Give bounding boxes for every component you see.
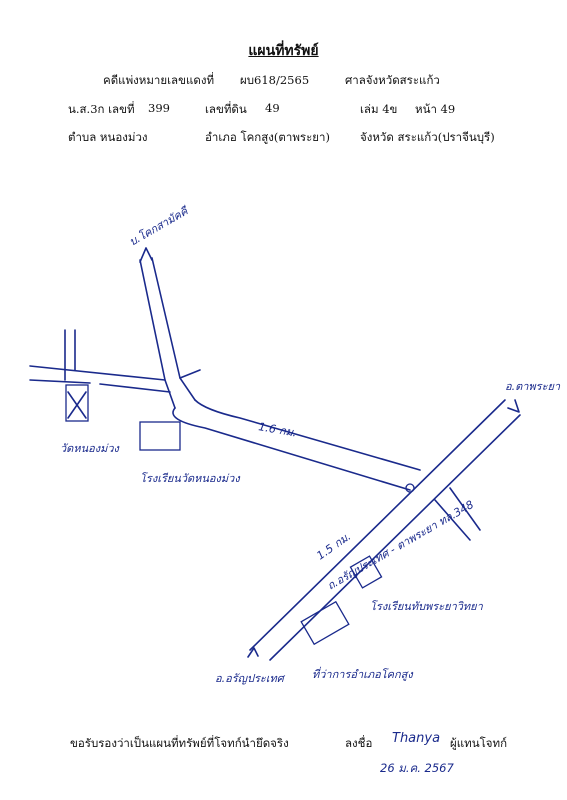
signer-role: ผู้แทนโจทก์ — [450, 736, 508, 750]
province: จังหวัด สระแก้ว(ปราจีนบุรี) — [360, 130, 495, 144]
subdistrict: ตำบล หนองม่วง — [68, 130, 148, 144]
land-label: เลขที่ดิน — [205, 102, 247, 116]
road-southeast — [434, 487, 481, 541]
label-north-road: บ.โคกสามัคคี — [127, 204, 192, 249]
sign-date: 26 ม.ค. 2567 — [380, 761, 454, 775]
page-title: แผนที่ทรัพย์ — [248, 43, 319, 59]
property-marker — [405, 483, 415, 493]
arrow-east — [507, 399, 520, 413]
label-dist-2: 1.6 กม. — [257, 420, 297, 439]
highway-lower — [269, 414, 521, 661]
school2-plot — [349, 555, 383, 589]
school1-plot — [139, 421, 181, 451]
case-number: ผบ618/2565 — [240, 73, 310, 87]
page-label: หน้า 49 — [415, 102, 456, 116]
label-dist-1: 1.5 กม. — [314, 530, 353, 563]
label-office: ที่ว่าการอำเภอโคกสูง — [312, 666, 414, 681]
sign-label: ลงชื่อ — [345, 736, 373, 750]
label-south-dest: อ.อรัญประเทศ — [215, 672, 286, 685]
road-east-top — [194, 399, 421, 471]
arrow-north — [139, 247, 153, 263]
arrow-south — [247, 647, 259, 658]
certify-text: ขอรับรองว่าเป็นแผนที่ทรัพย์ที่โจทก์นำยึด… — [70, 736, 289, 750]
highway-upper — [249, 399, 506, 651]
road-east-bottom — [172, 407, 411, 491]
office-plot — [300, 600, 350, 646]
deed-label: น.ส.3ก เลขที่ — [68, 102, 135, 116]
label-east-dest: อ.ตาพระยา — [505, 380, 561, 393]
land-number: 49 — [265, 101, 280, 115]
road-stub — [179, 369, 201, 379]
road-west-top — [29, 365, 166, 381]
book-label: เล่ม 4ข — [360, 102, 398, 116]
label-school1: โรงเรียนวัดหนองม่วง — [140, 472, 241, 485]
lane-vertical — [64, 329, 76, 381]
court-name: ศาลจังหวัดสระแก้ว — [345, 73, 440, 87]
case-label: คดีแพ่งหมายเลขแดงที่ — [103, 73, 215, 87]
signature: Thanya — [392, 731, 441, 746]
deed-number: 399 — [148, 101, 170, 115]
road-west-bottom — [29, 379, 171, 393]
wat-plot-cross — [67, 391, 87, 419]
label-wat: วัดหนองม่วง — [60, 442, 120, 455]
wat-plot — [65, 384, 89, 422]
label-school2: โรงเรียนทับพระยาวิทยา — [370, 600, 484, 613]
label-highway: ถ.อรัญประเทศ - ตาพระยา ทล.348 — [325, 498, 476, 593]
district: อำเภอ โคกสูง(ตาพระยา) — [205, 130, 330, 144]
